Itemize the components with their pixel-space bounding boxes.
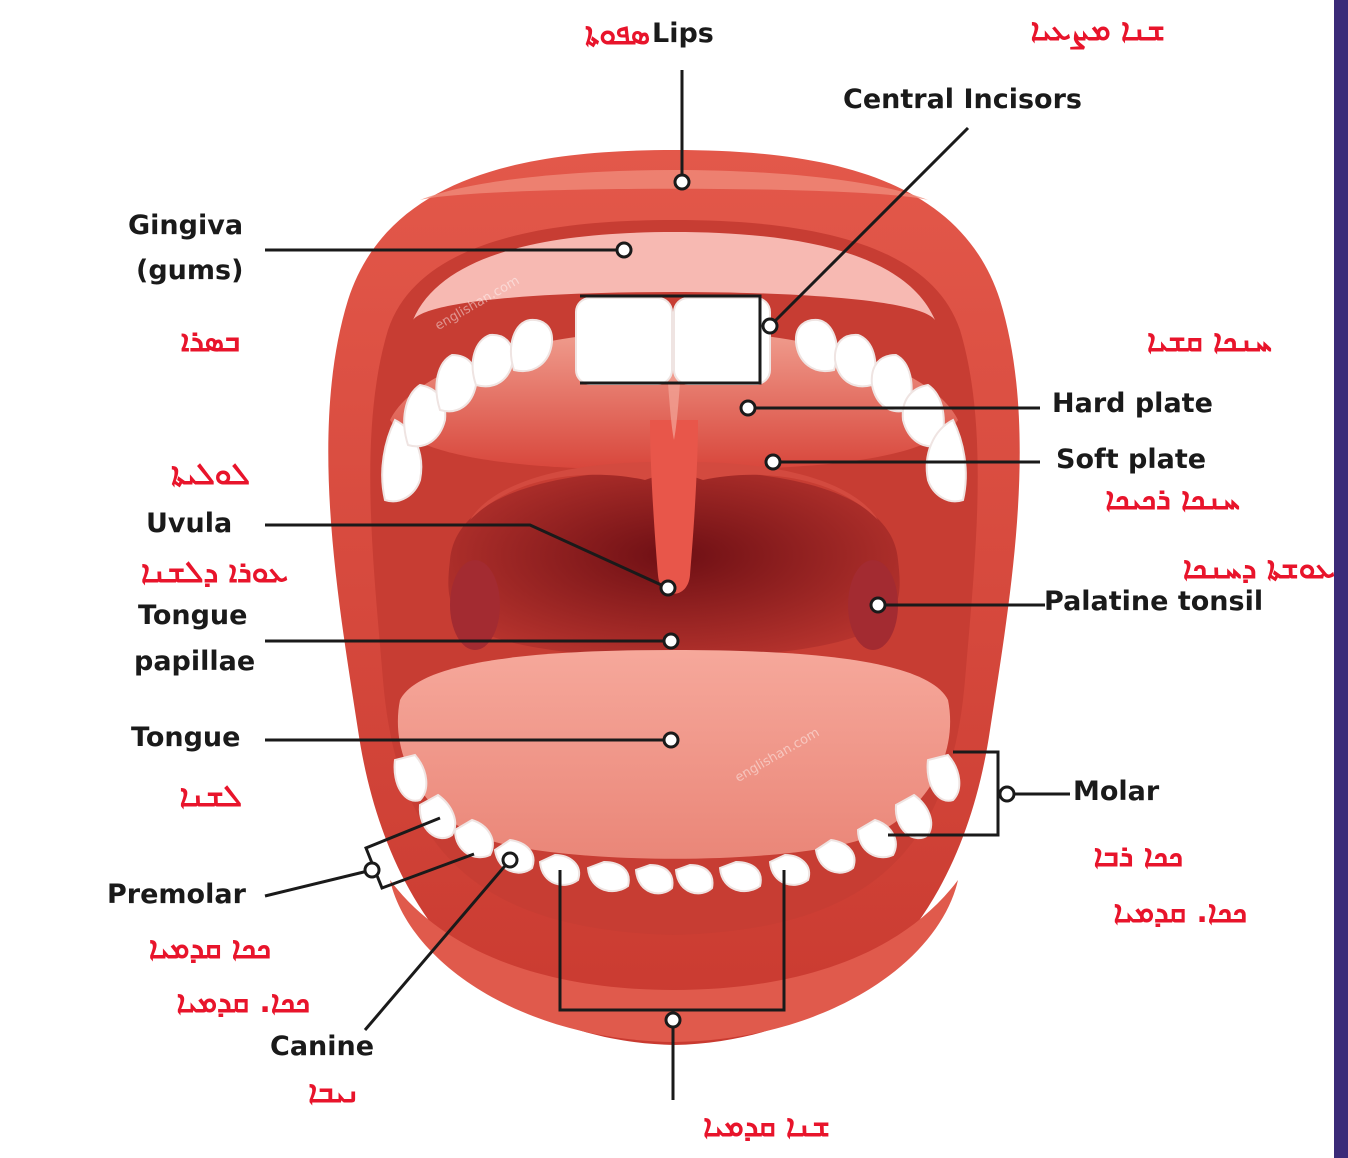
- soft-plate-syriac-label: ܚܢܟܐ ܪܟܝܟܐ: [1010, 483, 1240, 516]
- hard-plate-label: Hard plate: [1052, 388, 1213, 419]
- tongue-papillae-label-line2: papillae: [134, 646, 255, 677]
- premolar-syriac-label-line1: ܟܟܐ ܩܕܡܝܐ: [96, 932, 271, 965]
- tongue-syriac-label: ܠܫܢܐ: [152, 780, 242, 813]
- lips-syriac-label: ܣܦܘܬܐ: [520, 18, 650, 51]
- gingiva-syriac-label: ܒܣܪܐ: [140, 325, 240, 358]
- canine-syriac-label: ܢܝܒܐ: [270, 1076, 360, 1109]
- premolar-leader: [265, 870, 372, 896]
- right-border-strip: [1334, 0, 1348, 1158]
- molar-syriac-label-line1: ܟܟܐ ܪܒܐ: [1018, 840, 1183, 873]
- lips-label: Lips: [652, 18, 714, 49]
- canine-label: Canine: [270, 1031, 374, 1062]
- hard-plate-syriac-label: ܚܢܟܐ ܩܫܝܐ: [1022, 325, 1272, 358]
- soft-plate-label: Soft plate: [1056, 444, 1206, 475]
- molar-syriac-label-line2: ܟܟܐ. ܩܕܡܝܐ: [952, 896, 1247, 929]
- tongue-papillae-label-line1: Tongue: [138, 600, 247, 631]
- molar-label: Molar: [1073, 776, 1159, 807]
- central-incisors-syriac-label: ܫܢܐ ܡܨܥܝܐ: [835, 14, 1165, 47]
- tongue-label: Tongue: [131, 722, 240, 753]
- uvula-label: Uvula: [146, 508, 232, 539]
- palatine-tonsil-label: Palatine tonsil: [1044, 586, 1263, 617]
- gingiva-sub-label: (gums): [136, 255, 243, 286]
- palatine-tonsil-syriac-label: ܥܘܫܬܐ ܕܚܢܟܐ: [1040, 552, 1335, 585]
- left-tonsil: [450, 560, 500, 650]
- incisors-bottom-syriac-label: ܫܢܐ ܩܕܡܝܐ: [545, 1110, 830, 1143]
- central-incisors-label: Central Incisors: [843, 84, 1082, 115]
- gingiva-label: Gingiva: [128, 210, 243, 241]
- uvula-syriac-label: ܠܘܠܝܬܐ: [150, 458, 250, 491]
- premolar-syriac-label-line2: ܟܟܐ. ܩܕܡܝܐ: [10, 986, 310, 1019]
- uvula-lower-syriac-label: ܥܘܪܐ ܕܠܫܢܐ: [108, 556, 288, 589]
- premolar-label: Premolar: [107, 879, 246, 910]
